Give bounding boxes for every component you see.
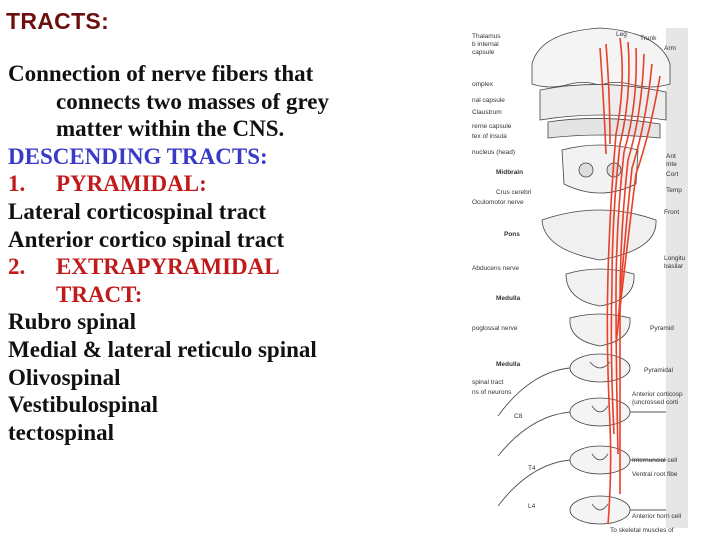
diagram-label: ns of neurons [472, 389, 512, 396]
diagram-label: Inte [666, 161, 677, 168]
extrapyramidal-number: 2. [8, 254, 26, 280]
diagram-label: Pyramidal [644, 367, 673, 374]
pyramidal-number: 1. [8, 171, 26, 197]
corticospinal-fibres [599, 37, 661, 525]
diagram-label: Temp [666, 187, 682, 194]
diagram-label: Oculomotor nerve [472, 199, 524, 206]
extrapyramidal-item: Rubro spinal [8, 309, 137, 335]
diagram-label: (uncrossed corti [632, 399, 678, 406]
pyramidal-item: Anterior cortico spinal tract [8, 226, 285, 252]
corticospinal-tract-diagram: Thalamus b internal capsule omplex nal c… [470, 24, 688, 536]
diagram-label: Internuncial cell [632, 457, 678, 464]
extrapyramidal-item: tectospinal [8, 419, 115, 445]
diagram-label: Medulla [496, 361, 521, 368]
pyramidal-heading-text: PYRAMIDAL: [56, 171, 207, 197]
diagram-label: capsule [472, 49, 495, 56]
diagram-label: L4 [528, 503, 536, 510]
diagram-label: Pons [504, 231, 520, 238]
diagram-label: Cort [666, 171, 678, 178]
diagram-label: spinal tract [472, 379, 504, 386]
left-labels: Thalamus b internal capsule omplex nal c… [472, 33, 536, 510]
diagram-label: nal capsule [472, 97, 505, 104]
tract-diagram-svg: Thalamus b internal capsule omplex nal c… [470, 24, 688, 536]
diagram-label: Claustrum [472, 109, 502, 116]
diagram-label: nucleus (head) [472, 149, 515, 156]
diagram-label: Longitu [664, 255, 686, 262]
definition-line-3: matter within the CNS. [56, 116, 285, 142]
diagram-label: Leg [616, 31, 627, 38]
pyramidal-item: Lateral corticospinal tract [8, 198, 267, 224]
diagram-label: Arm [664, 45, 676, 52]
diagram-label: omplex [472, 81, 494, 88]
diagram-label: Ant [666, 153, 676, 160]
diagram-label: To skeletal muscles of [610, 527, 674, 534]
diagram-label: Abducens nerve [472, 265, 519, 272]
diagram-label: rerne capsule [472, 123, 512, 130]
slide-title: TRACTS: [6, 8, 110, 34]
diagram-label: Front [664, 209, 679, 216]
diagram-label: Anterior horn cell [632, 513, 682, 520]
extrapyramidal-item: Vestibulospinal [8, 392, 158, 418]
diagram-label: T4 [528, 465, 536, 472]
extrapyramidal-heading: 2. EXTRAPYRAMIDAL [8, 253, 408, 281]
medulla-section [565, 268, 635, 347]
diagram-right-panel [666, 28, 688, 528]
definition-line-2: connects two masses of grey [56, 88, 329, 114]
right-labels: Leg Trunk Arm Ant Inte Cort Temp Front L… [610, 31, 686, 534]
diagram-label: basilar [664, 263, 684, 270]
diagram-label: C8 [514, 413, 523, 420]
slide-body: Connection of nerve fibers that connects… [8, 60, 408, 446]
extrapyramidal-item: Olivospinal [8, 364, 121, 390]
diagram-label: Trunk [640, 35, 657, 42]
diagram-label: Ventral root fibe [632, 471, 678, 478]
extrapyramidal-heading-line-2: TRACT: [56, 281, 143, 307]
definition-line-1: Connection of nerve fibers that [8, 61, 314, 86]
diagram-label: b internal [472, 41, 499, 48]
diagram-label: Medulla [496, 295, 521, 302]
diagram-label: Thalamus [472, 33, 501, 40]
diagram-label: Midbrain [496, 169, 523, 176]
diagram-label: Crus cerebri [496, 189, 531, 196]
nerve-roots [497, 367, 666, 511]
extrapyramidal-heading-text: EXTRAPYRAMIDAL [56, 254, 280, 280]
diagram-label: tex of insula [472, 133, 507, 140]
extrapyramidal-item: Medial & lateral reticulo spinal [8, 336, 317, 362]
pyramidal-heading: 1. PYRAMIDAL: [8, 170, 408, 198]
diagram-label: Anterior corticosp [632, 391, 683, 398]
diagram-label: Pyramid [650, 325, 674, 332]
diagram-label: poglossal nerve [472, 325, 518, 332]
descending-heading: DESCENDING TRACTS: [8, 143, 268, 169]
